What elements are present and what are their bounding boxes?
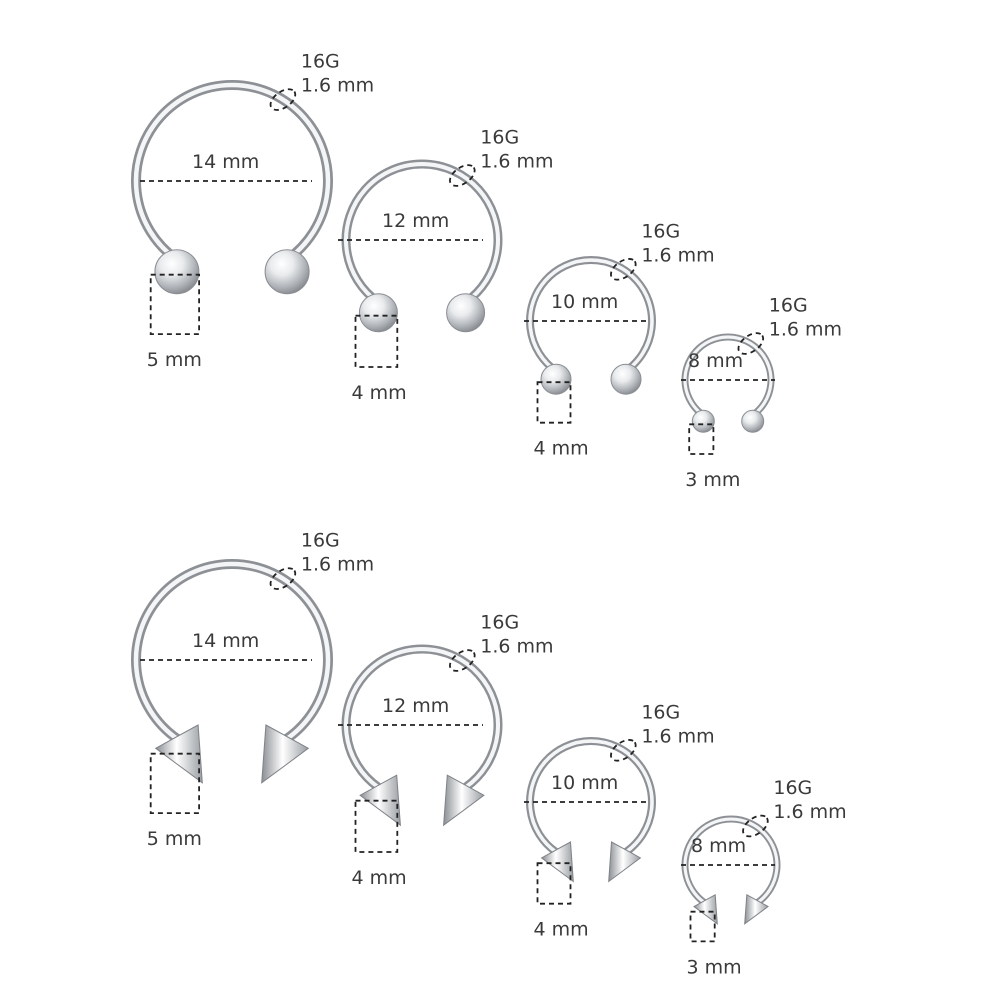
- gauge-label: 16G: [301, 530, 340, 552]
- end-size-label: 4 mm: [534, 438, 589, 460]
- thickness-label: 1.6 mm: [301, 75, 374, 97]
- diameter-label: 14 mm: [192, 151, 259, 173]
- end-size-box: [354, 314, 399, 368]
- spike-end: [261, 724, 310, 784]
- ring-highlight: [683, 817, 779, 905]
- end-size-label: 5 mm: [147, 828, 202, 850]
- end-size-label: 4 mm: [352, 867, 407, 889]
- diameter-label: 8 mm: [691, 835, 746, 857]
- ring-highlight: [528, 739, 654, 854]
- spike-end: [359, 774, 401, 827]
- gauge-marker: [610, 739, 637, 762]
- gauge-label: 16G: [641, 701, 680, 723]
- ball-end: [691, 409, 715, 433]
- gauge-marker: [269, 567, 297, 590]
- end-size-box: [536, 381, 572, 424]
- gauge-marker: [449, 164, 476, 187]
- ball-end: [446, 293, 486, 333]
- thickness-label: 1.6 mm: [480, 636, 553, 658]
- ball-end: [610, 363, 642, 395]
- thickness-label: 1.6 mm: [769, 319, 842, 341]
- gauge-marker: [737, 332, 765, 355]
- end-size-box: [688, 423, 715, 455]
- spike-end: [443, 774, 485, 827]
- ring-highlight: [133, 561, 331, 741]
- ring-highlight: [528, 258, 654, 373]
- diameter-label: 10 mm: [551, 772, 618, 794]
- diameter-label: 14 mm: [192, 630, 259, 652]
- gauge-label: 16G: [773, 777, 812, 799]
- ball-end: [741, 409, 765, 433]
- ring-highlight: [133, 82, 331, 262]
- end-size-label: 4 mm: [352, 382, 407, 404]
- diameter-label: 12 mm: [382, 210, 449, 232]
- end-size-label: 4 mm: [534, 919, 589, 941]
- gauge-marker: [742, 814, 769, 838]
- thickness-label: 1.6 mm: [641, 244, 714, 266]
- ring-highlight: [683, 335, 773, 417]
- spike-end: [540, 841, 574, 883]
- ball-end: [358, 293, 398, 333]
- end-size-box: [536, 862, 572, 905]
- end-size-box: [354, 799, 399, 853]
- gauge-label: 16G: [480, 127, 519, 149]
- end-size-label: 5 mm: [147, 349, 202, 371]
- gauge-label: 16G: [480, 612, 519, 634]
- thickness-label: 1.6 mm: [773, 801, 846, 823]
- diameter-label: 10 mm: [551, 291, 618, 313]
- spike-end: [693, 893, 718, 925]
- gauge-label: 16G: [769, 295, 808, 317]
- thickness-label: 1.6 mm: [480, 151, 553, 173]
- diameter-label: 12 mm: [382, 695, 449, 717]
- thickness-label: 1.6 mm: [641, 725, 714, 747]
- gauge-marker: [269, 88, 297, 111]
- gauge-label: 16G: [301, 51, 340, 73]
- gauge-marker: [449, 649, 476, 672]
- end-size-label: 3 mm: [685, 469, 740, 491]
- spike-end: [608, 841, 642, 883]
- gauge-marker: [610, 258, 637, 281]
- gauge-label: 16G: [641, 220, 680, 242]
- end-size-box: [689, 910, 716, 943]
- ball-end: [264, 249, 310, 295]
- ball-end: [540, 363, 572, 395]
- ring-highlight: [343, 162, 501, 305]
- thickness-label: 1.6 mm: [301, 554, 374, 576]
- ball-end: [154, 249, 200, 295]
- diameter-label: 8 mm: [688, 350, 743, 372]
- end-size-label: 3 mm: [687, 956, 742, 978]
- spike-end: [744, 893, 769, 925]
- ring-highlight: [343, 647, 501, 790]
